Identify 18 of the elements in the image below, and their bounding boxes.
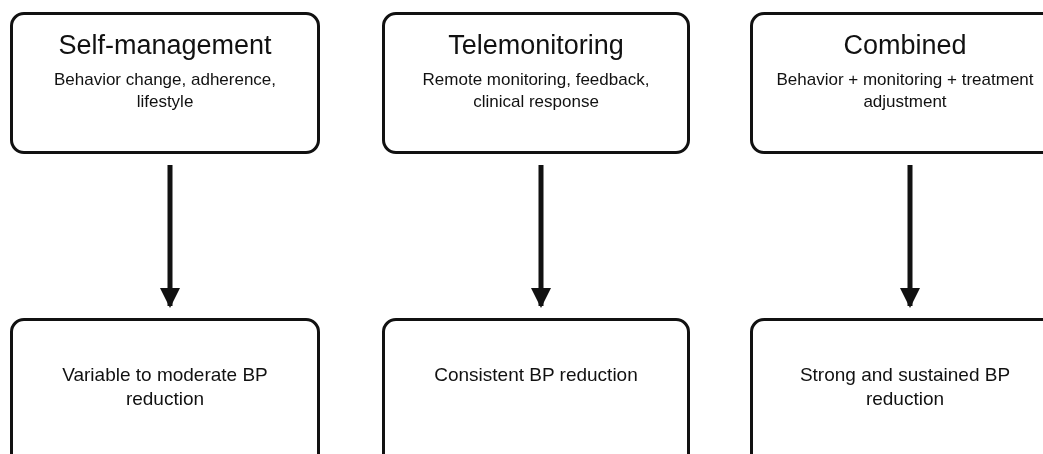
box-text: Strong and sustained BP reduction	[798, 363, 1012, 411]
box-text: Consistent BP reduction	[433, 363, 639, 387]
rounded-box	[382, 318, 690, 454]
box-text: Behavior + monitoring + treatment adjustment	[775, 69, 1035, 112]
rounded-box	[750, 318, 1043, 454]
box-text: Variable to moderate BP reduction	[61, 363, 269, 411]
rounded-box	[382, 12, 690, 154]
box-text: Behavior change, adherence, lifestyle	[52, 69, 278, 112]
box-heading: Combined	[843, 29, 967, 62]
box-text: Remote monitoring, feedback, clinical response	[421, 69, 651, 112]
rounded-box	[10, 318, 320, 454]
box-heading: Telemonitoring	[448, 29, 624, 62]
arrow	[531, 165, 551, 308]
rounded-box	[10, 12, 320, 154]
rounded-box	[750, 12, 1043, 154]
arrow	[900, 165, 920, 308]
arrow	[160, 165, 180, 308]
box-heading: Self-management	[58, 29, 272, 62]
